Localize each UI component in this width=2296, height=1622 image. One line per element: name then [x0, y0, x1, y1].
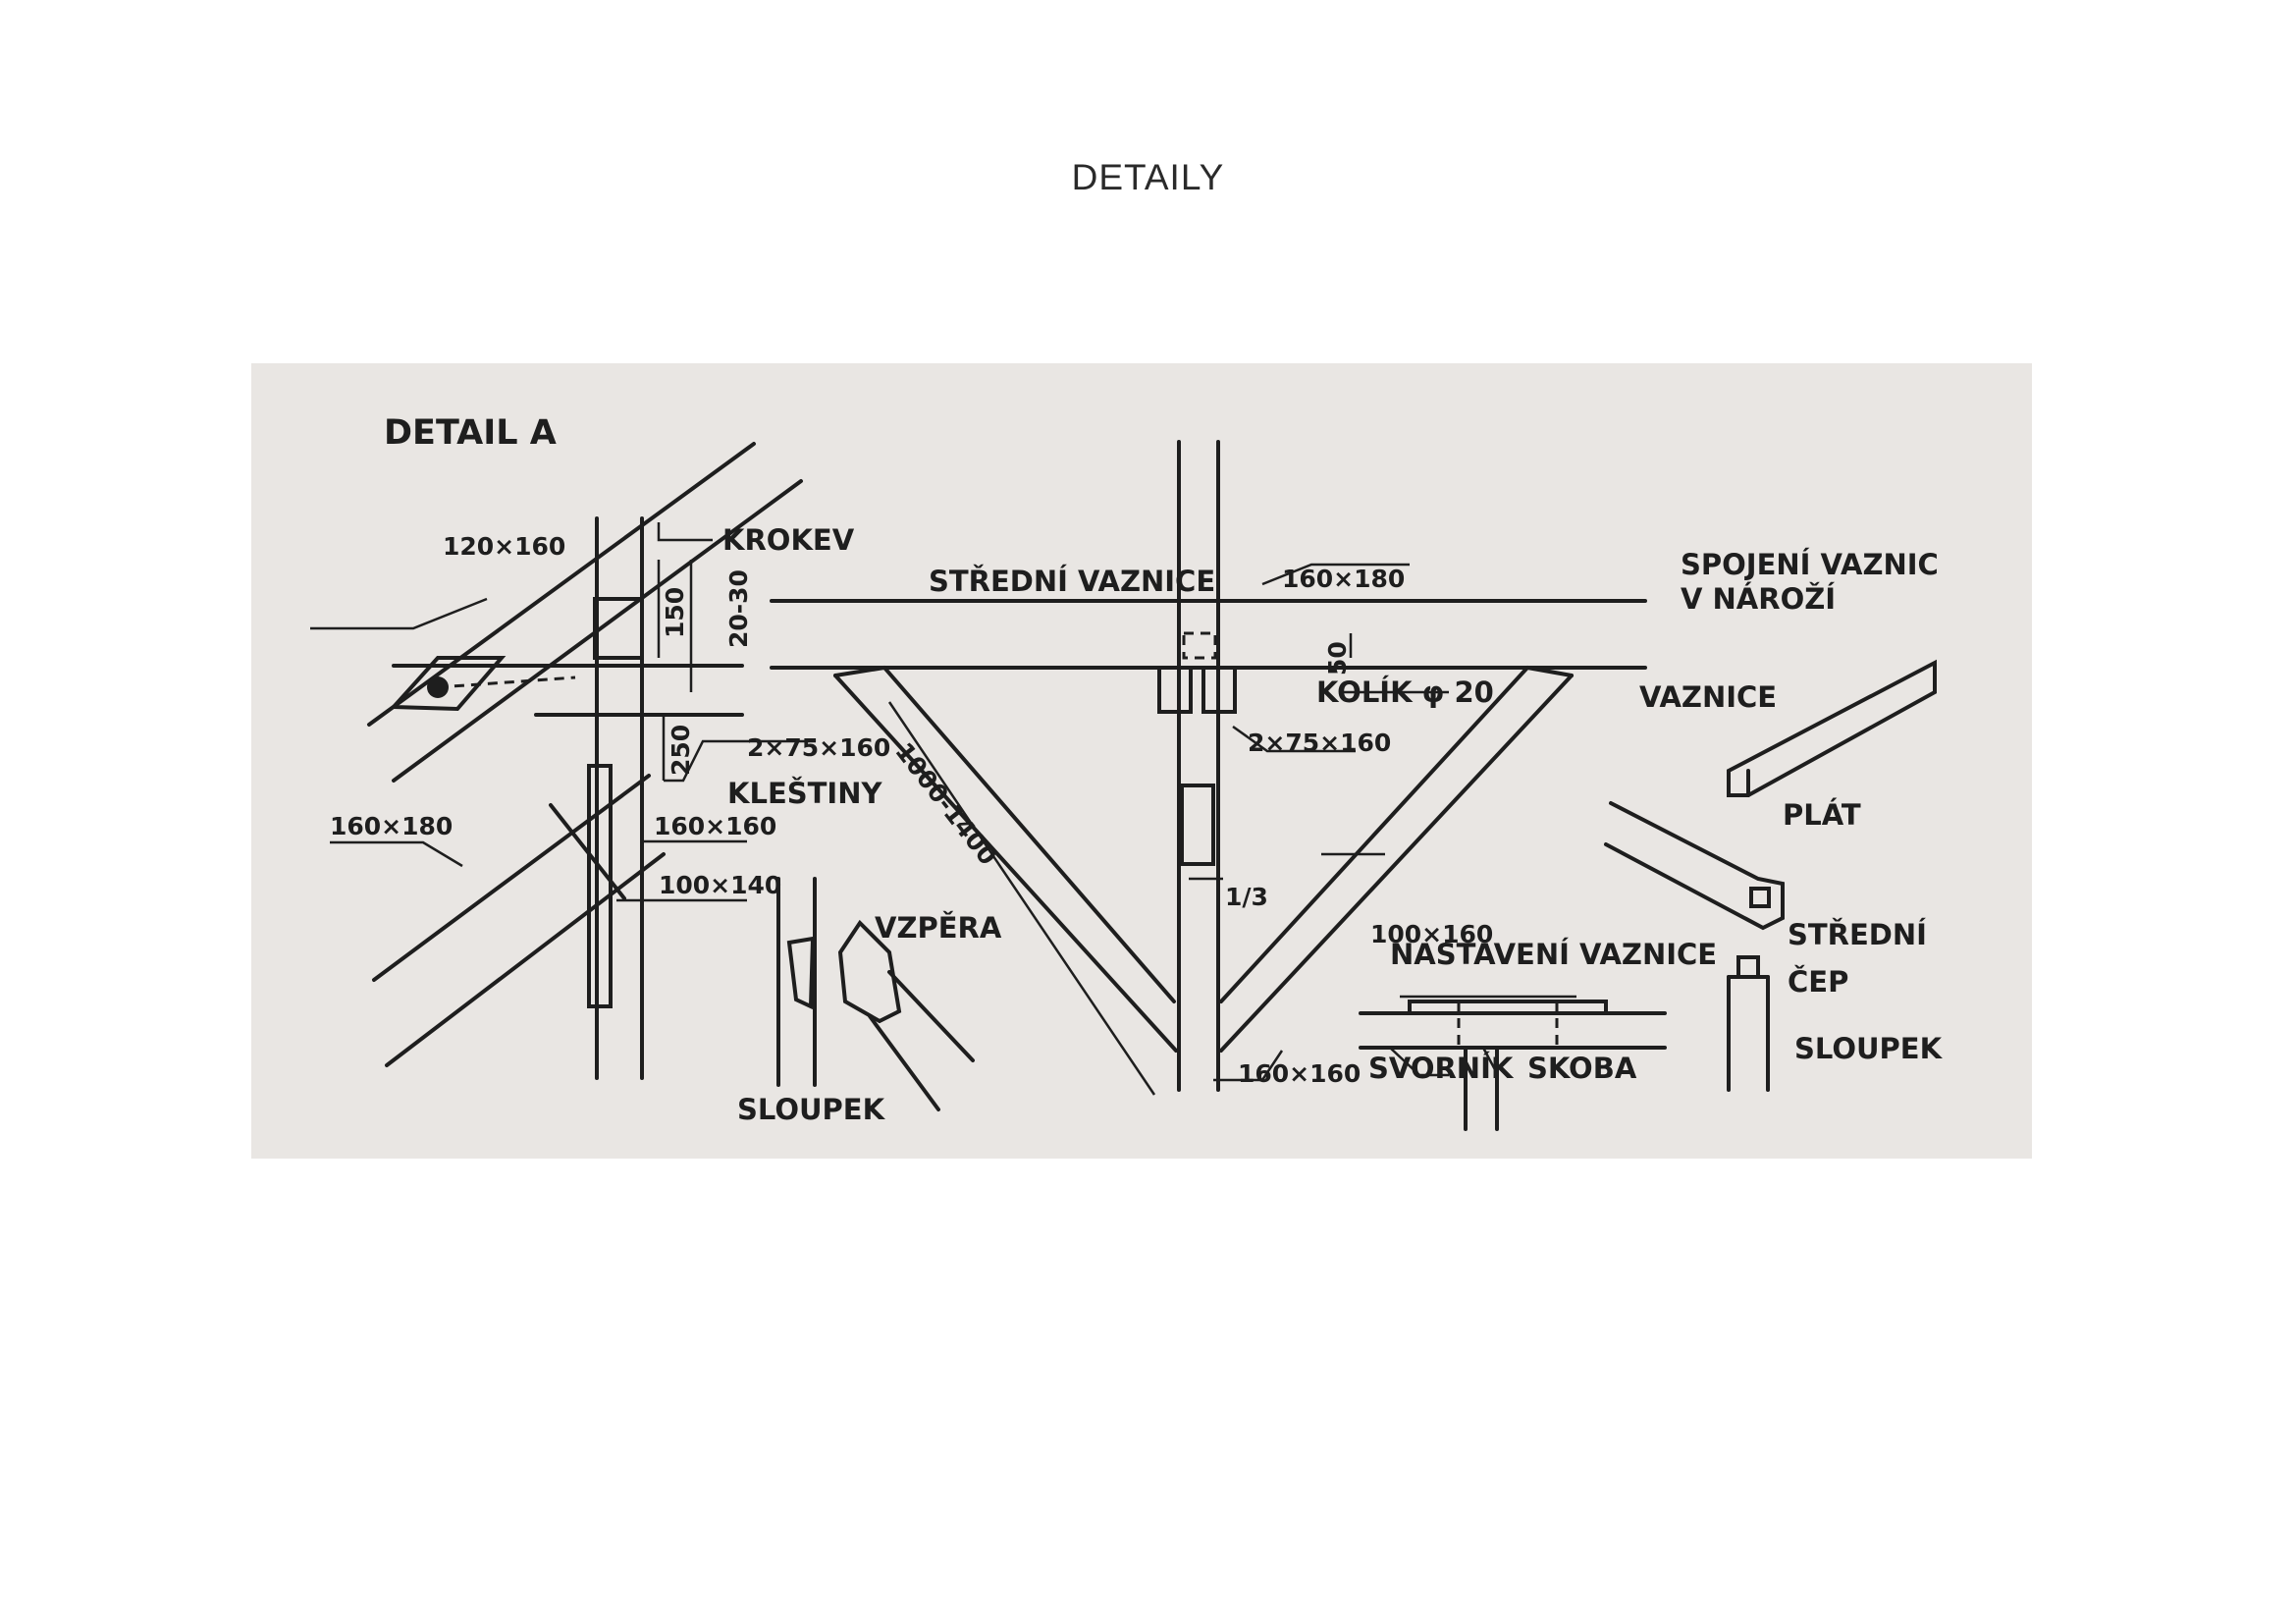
label-150: 150 [661, 587, 689, 638]
detail-a-group [310, 442, 816, 1080]
brace-left-cap [833, 666, 886, 677]
label-vzpera: VZPĚRA [875, 911, 1002, 945]
label-sloupek-right: SLOUPEK [1794, 1032, 1944, 1065]
brace-left-outer [833, 674, 1178, 1053]
label-spojeni-line2: V NÁROŽÍ [1681, 582, 1836, 616]
leader-krokev [657, 522, 713, 542]
rafter-line-top [367, 442, 756, 727]
label-1-3: 1/3 [1225, 883, 1268, 911]
label-stredni-cep-line1: STŘEDNÍ [1788, 918, 1927, 951]
post-top-block [593, 597, 644, 660]
label-svornik: SVORNÍK [1368, 1052, 1515, 1085]
cep-socket [1749, 887, 1771, 908]
leader-160x180 [330, 840, 463, 868]
brace-right-inner [1219, 666, 1529, 1003]
label-100x160: 100×160 [1370, 920, 1493, 948]
brace-left-inner [882, 666, 1176, 1003]
plat-beam [1727, 659, 1937, 797]
label-160x160-bottom: 160×160 [1238, 1059, 1361, 1088]
nastaveni-vaznice-group [1359, 995, 1667, 1131]
label-2x75x160-mid: 2×75×160 [1248, 729, 1391, 757]
sloupek-pin [1736, 955, 1760, 979]
leader-160x160-bottom [1213, 1050, 1284, 1082]
label-spojeni-line1: SPOJENÍ VAZNIC [1681, 548, 1939, 581]
strut-body-line-b [887, 970, 975, 1062]
center-clamp-left [1157, 666, 1193, 714]
bracing-cross [549, 803, 626, 900]
label-250: 250 [667, 725, 695, 776]
central-truss-group [770, 440, 1647, 1096]
label-stredni-vaznice: STŘEDNÍ VAZNICE [929, 565, 1215, 598]
leader-160x180-top [1261, 563, 1410, 586]
bolt-axis-dash [437, 676, 576, 689]
label-vaznice: VAZNICE [1639, 680, 1777, 714]
strut-body-line-a [868, 1014, 940, 1111]
label-skoba: SKOBA [1527, 1052, 1637, 1085]
label-120x160: 120×160 [443, 532, 565, 561]
leader-120x160 [310, 597, 488, 630]
detail-a-title: DETAIL A [384, 413, 557, 453]
label-sloupek-left: SLOUPEK [737, 1093, 886, 1126]
cep-beam [1604, 801, 1785, 931]
center-clamp-right [1201, 666, 1237, 714]
detail-drawing-svg: DETAIL A 120×160 KROKEV 150 20-30 250 2×… [310, 413, 1944, 1131]
label-1000-1400: 1000-1400 [889, 737, 1002, 871]
page-title: DETAILY [1071, 157, 1225, 197]
label-krokev: KROKEV [722, 523, 855, 557]
label-2x75x160-left: 2×75×160 [747, 733, 890, 762]
dim-1000-1400-line [887, 701, 1156, 1096]
strut-end-piece [837, 919, 902, 1024]
clamp-plate [587, 764, 613, 1008]
wedge-piece [389, 656, 507, 712]
scanned-drawing: DETAIL A 120×160 KROKEV 150 20-30 250 2×… [251, 363, 2032, 1159]
brace-right-cap [1525, 666, 1574, 677]
label-160x160-left: 160×160 [654, 812, 776, 840]
notch-piece [786, 936, 816, 1010]
label-50: 50 [1323, 641, 1352, 676]
center-block [1180, 784, 1215, 866]
brace-right-outer [1219, 674, 1574, 1053]
label-20-30: 20-30 [724, 569, 753, 648]
strut-detail-group [776, 877, 975, 1111]
label-klestiny: KLEŠTINY [727, 777, 882, 810]
strut-line-a [372, 774, 651, 982]
label-100x140: 100×140 [659, 871, 781, 899]
label-plat: PLÁT [1783, 798, 1861, 832]
leader-2x75x160 [664, 739, 816, 783]
strut-line-b [385, 852, 666, 1067]
leader-2x75x160-mid [1232, 725, 1356, 753]
label-160x180-top: 160×180 [1282, 565, 1405, 593]
splice-offset [1408, 1000, 1608, 1015]
leader-svornik [1389, 1047, 1449, 1077]
label-stredni-cep-line2: ČEP [1788, 965, 1848, 999]
label-nastaveni-vaznice: NASTAVENÍ VAZNICE [1390, 938, 1717, 971]
label-kolik: KOLÍK φ 20 [1316, 676, 1494, 709]
right-isometrics-group [1604, 659, 1937, 1092]
leader-skoba [1481, 1047, 1500, 1076]
label-160x180: 160×180 [330, 812, 453, 840]
center-pin-dashed [1182, 631, 1217, 660]
